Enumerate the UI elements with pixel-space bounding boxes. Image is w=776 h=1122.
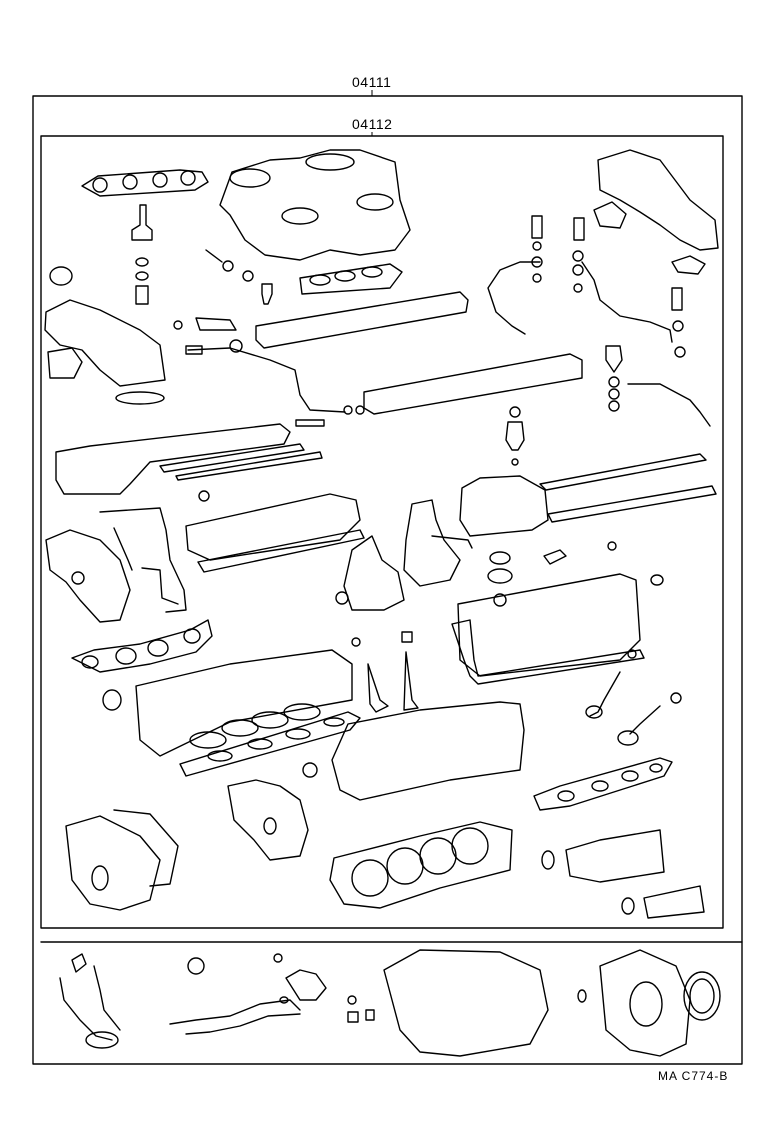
cylinder-head-cover-right <box>451 573 664 685</box>
oil-seal-small <box>102 689 122 711</box>
seal-ring <box>302 762 318 778</box>
head-gasket-left <box>135 649 353 757</box>
inner-part-number: 04112 <box>352 116 393 132</box>
timing-gaskets-left <box>99 507 187 613</box>
outer-kit-box <box>32 95 743 1065</box>
fuel-injector <box>605 345 711 427</box>
figure-code: MA C774-B <box>658 1069 729 1083</box>
fuel-pipe-right <box>487 215 686 358</box>
o-ring <box>49 266 73 286</box>
fuel-rail-right <box>363 353 583 415</box>
exhaust-gasket-left <box>71 619 213 673</box>
rear-oil-seal-retainer <box>599 949 721 1057</box>
center-injector <box>505 406 525 466</box>
oil-pipe <box>169 953 327 1035</box>
exhaust-gasket-right <box>533 757 673 811</box>
inner-kit-box <box>40 135 724 929</box>
lower-head-gasket <box>331 701 525 801</box>
intake-manifold <box>219 149 411 261</box>
cam-cover-right <box>459 453 717 537</box>
crank-seal <box>187 957 205 975</box>
valve-set <box>351 631 682 746</box>
rear-seal-right <box>541 829 705 919</box>
oil-pan <box>383 949 549 1057</box>
oil-pump <box>65 809 179 911</box>
drain-plug <box>347 995 375 1023</box>
water-outlet <box>44 299 166 405</box>
exhaust-gasket-strip <box>179 711 361 777</box>
oil-strainer <box>59 953 121 1049</box>
sensor-assembly <box>131 204 153 305</box>
timing-cover-center <box>335 499 473 611</box>
cylinder-head-cover-left <box>185 490 365 573</box>
plenum-gasket <box>299 263 403 295</box>
oil-filler-cap <box>487 541 617 584</box>
cam-cover-left <box>55 423 323 495</box>
intake-chamber-right <box>593 149 719 275</box>
timing-cover-lower <box>227 779 309 861</box>
intake-gasket-left <box>81 169 209 197</box>
cylinder-head-gasket <box>329 821 513 909</box>
outer-part-number: 04111 <box>352 74 392 90</box>
fuel-rail-left <box>173 291 469 349</box>
fuel-pipe-left <box>185 339 365 427</box>
bolt-set <box>205 249 273 305</box>
timing-cover-left <box>45 529 131 623</box>
washer <box>577 989 587 1003</box>
